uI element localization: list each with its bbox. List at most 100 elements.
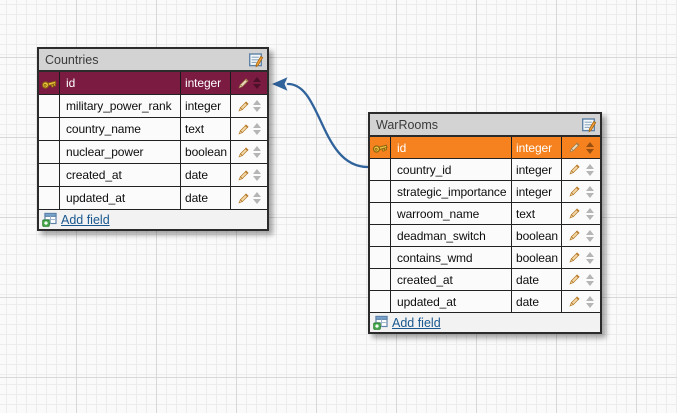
move-row-arrows-icon[interactable] bbox=[253, 146, 262, 158]
move-down-arrow-icon[interactable] bbox=[585, 302, 594, 308]
move-up-arrow-icon[interactable] bbox=[253, 146, 262, 151]
field-controls bbox=[562, 247, 600, 268]
field-row-country_name[interactable]: country_name text bbox=[39, 118, 267, 141]
move-row-arrows-icon[interactable] bbox=[253, 100, 262, 112]
table-title: WarRooms bbox=[376, 117, 439, 132]
field-row-updated_at[interactable]: updated_at date bbox=[39, 187, 267, 210]
field-type: boolean bbox=[181, 141, 231, 163]
move-up-arrow-icon[interactable] bbox=[253, 100, 262, 105]
edit-field-pencil-icon[interactable] bbox=[568, 163, 581, 176]
move-row-arrows-icon[interactable] bbox=[585, 207, 594, 220]
field-list: id integer bbox=[370, 137, 600, 313]
move-down-arrow-icon[interactable] bbox=[253, 84, 262, 89]
move-down-arrow-icon[interactable] bbox=[585, 170, 594, 176]
move-up-arrow-icon[interactable] bbox=[585, 141, 594, 147]
field-row-nuclear_power[interactable]: nuclear_power boolean bbox=[39, 141, 267, 164]
move-up-arrow-icon[interactable] bbox=[585, 229, 594, 235]
table-footer: Add field bbox=[370, 313, 600, 332]
move-up-arrow-icon[interactable] bbox=[585, 295, 594, 301]
field-controls bbox=[231, 141, 267, 163]
table-warrooms[interactable]: WarRooms bbox=[368, 112, 602, 334]
add-field-link[interactable]: Add field bbox=[61, 212, 110, 227]
field-row-military_power_rank[interactable]: military_power_rank integer bbox=[39, 95, 267, 118]
move-down-arrow-icon[interactable] bbox=[585, 192, 594, 198]
move-up-arrow-icon[interactable] bbox=[585, 163, 594, 169]
move-up-arrow-icon[interactable] bbox=[253, 192, 262, 197]
move-row-arrows-icon[interactable] bbox=[253, 169, 262, 181]
move-row-arrows-icon[interactable] bbox=[585, 141, 594, 154]
key-cell bbox=[370, 137, 391, 158]
move-up-arrow-icon[interactable] bbox=[585, 185, 594, 191]
field-type: date bbox=[512, 269, 562, 290]
edit-table-icon[interactable] bbox=[248, 52, 264, 68]
key-cell bbox=[370, 225, 391, 246]
move-up-arrow-icon[interactable] bbox=[585, 207, 594, 213]
edit-field-pencil-icon[interactable] bbox=[237, 192, 250, 205]
field-row-created_at[interactable]: created_at date bbox=[370, 269, 600, 291]
field-row-warroom_name[interactable]: warroom_name text bbox=[370, 203, 600, 225]
field-row-deadman_switch[interactable]: deadman_switch boolean bbox=[370, 225, 600, 247]
edit-field-pencil-icon[interactable] bbox=[237, 77, 250, 90]
edit-field-pencil-icon[interactable] bbox=[237, 123, 250, 136]
table-titlebar[interactable]: WarRooms bbox=[370, 114, 600, 137]
edit-field-pencil-icon[interactable] bbox=[568, 141, 581, 154]
field-row-created_at[interactable]: created_at date bbox=[39, 164, 267, 187]
move-row-arrows-icon[interactable] bbox=[585, 251, 594, 264]
edit-field-pencil-icon[interactable] bbox=[568, 185, 581, 198]
table-titlebar[interactable]: Countries bbox=[39, 49, 267, 72]
field-row-id[interactable]: id integer bbox=[39, 72, 267, 95]
edit-field-pencil-icon[interactable] bbox=[237, 146, 250, 159]
move-down-arrow-icon[interactable] bbox=[253, 153, 262, 158]
edit-field-pencil-icon[interactable] bbox=[237, 100, 250, 113]
move-row-arrows-icon[interactable] bbox=[253, 192, 262, 204]
key-cell bbox=[370, 203, 391, 224]
move-down-arrow-icon[interactable] bbox=[585, 236, 594, 242]
field-row-contains_wmd[interactable]: contains_wmd boolean bbox=[370, 247, 600, 269]
move-row-arrows-icon[interactable] bbox=[585, 295, 594, 308]
key-cell bbox=[39, 164, 60, 186]
move-row-arrows-icon[interactable] bbox=[585, 229, 594, 242]
edit-field-pencil-icon[interactable] bbox=[568, 229, 581, 242]
key-cell bbox=[39, 72, 60, 94]
edit-field-pencil-icon[interactable] bbox=[568, 207, 581, 220]
move-down-arrow-icon[interactable] bbox=[253, 199, 262, 204]
edit-table-icon[interactable] bbox=[581, 117, 597, 133]
field-name: strategic_importance bbox=[391, 181, 512, 202]
add-field-table-icon bbox=[373, 315, 388, 330]
key-cell bbox=[39, 118, 60, 140]
move-up-arrow-icon[interactable] bbox=[253, 169, 262, 174]
field-type: date bbox=[181, 164, 231, 186]
move-down-arrow-icon[interactable] bbox=[585, 214, 594, 220]
move-down-arrow-icon[interactable] bbox=[253, 130, 262, 135]
field-type: text bbox=[512, 203, 562, 224]
field-type: boolean bbox=[512, 247, 562, 268]
field-row-country_id[interactable]: country_id integer bbox=[370, 159, 600, 181]
move-row-arrows-icon[interactable] bbox=[253, 123, 262, 135]
table-countries[interactable]: Countries bbox=[37, 47, 269, 231]
move-up-arrow-icon[interactable] bbox=[585, 273, 594, 279]
edit-field-pencil-icon[interactable] bbox=[568, 273, 581, 286]
move-down-arrow-icon[interactable] bbox=[585, 258, 594, 264]
move-row-arrows-icon[interactable] bbox=[585, 273, 594, 286]
move-up-arrow-icon[interactable] bbox=[585, 251, 594, 257]
move-up-arrow-icon[interactable] bbox=[253, 123, 262, 128]
field-row-updated_at[interactable]: updated_at date bbox=[370, 291, 600, 313]
field-row-id[interactable]: id integer bbox=[370, 137, 600, 159]
field-type: integer bbox=[181, 72, 231, 94]
move-down-arrow-icon[interactable] bbox=[585, 280, 594, 286]
add-field-link[interactable]: Add field bbox=[392, 315, 441, 330]
field-controls bbox=[562, 181, 600, 202]
move-row-arrows-icon[interactable] bbox=[585, 185, 594, 198]
move-row-arrows-icon[interactable] bbox=[585, 163, 594, 176]
move-down-arrow-icon[interactable] bbox=[585, 148, 594, 154]
move-down-arrow-icon[interactable] bbox=[253, 176, 262, 181]
field-row-strategic_importance[interactable]: strategic_importance integer bbox=[370, 181, 600, 203]
field-controls bbox=[231, 187, 267, 209]
move-down-arrow-icon[interactable] bbox=[253, 107, 262, 112]
edit-field-pencil-icon[interactable] bbox=[237, 169, 250, 182]
edit-field-pencil-icon[interactable] bbox=[568, 295, 581, 308]
move-up-arrow-icon[interactable] bbox=[253, 77, 262, 82]
move-row-arrows-icon[interactable] bbox=[253, 77, 262, 89]
edit-field-pencil-icon[interactable] bbox=[568, 251, 581, 264]
